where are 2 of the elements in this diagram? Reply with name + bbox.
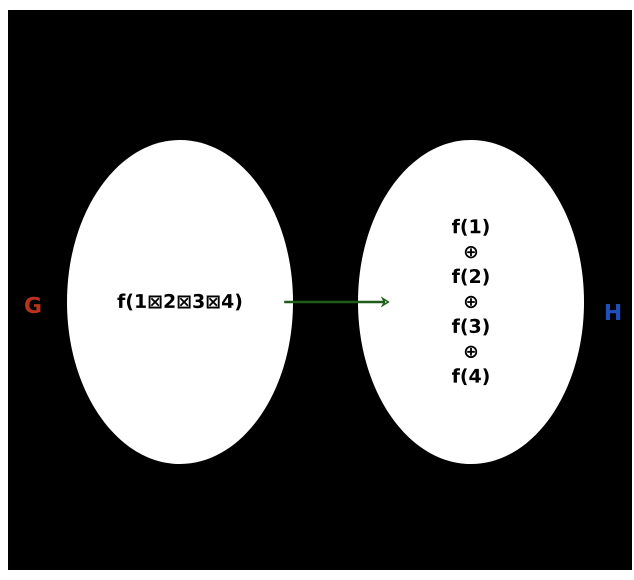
graph-label: H <box>606 304 620 320</box>
graph-label: G <box>25 296 40 314</box>
